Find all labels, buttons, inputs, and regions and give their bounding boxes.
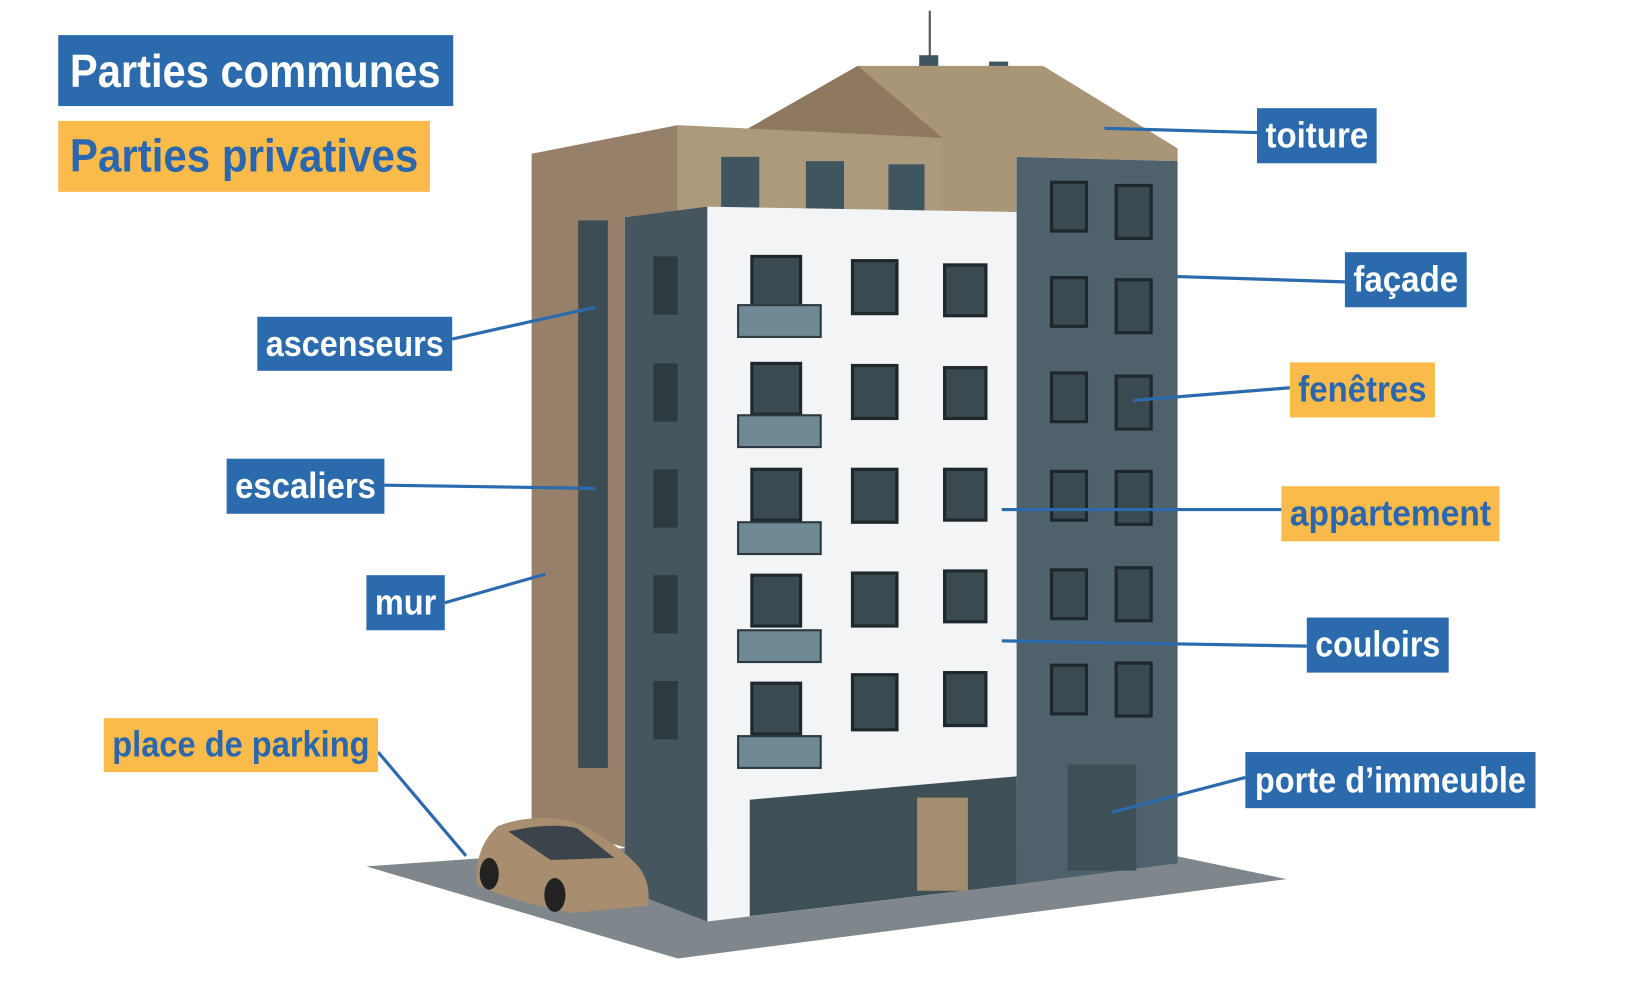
label-toiture: toiture: [1257, 108, 1377, 164]
label-fenetres: fenêtres: [1289, 362, 1435, 418]
balconies: [737, 304, 822, 769]
label-escaliers: escaliers: [226, 458, 385, 514]
svg-text:fenêtres: fenêtres: [1298, 369, 1426, 410]
label-appartement: appartement: [1281, 486, 1500, 542]
label-porte: porte d’immeuble: [1245, 752, 1536, 809]
window: [805, 161, 845, 212]
entrance-door: [917, 797, 968, 891]
legend-private-box: [58, 120, 430, 192]
elevator-shaft: [578, 220, 608, 768]
svg-text:couloirs: couloirs: [1315, 624, 1440, 665]
legend-common-box: [58, 35, 454, 107]
window: [721, 156, 760, 208]
legend-common: Parties communes: [70, 45, 441, 97]
windows-front: [750, 254, 988, 736]
svg-text:place de parking: place de parking: [112, 723, 369, 764]
legend-private: Parties privatives: [70, 130, 418, 182]
svg-text:ascenseurs: ascenseurs: [266, 323, 444, 364]
svg-text:porte d’immeuble: porte d’immeuble: [1255, 759, 1526, 800]
label-mur: mur: [366, 575, 445, 631]
label-facade: façade: [1344, 252, 1467, 308]
label-couloirs: couloirs: [1306, 617, 1449, 673]
svg-text:façade: façade: [1353, 258, 1458, 299]
svg-text:toiture: toiture: [1265, 114, 1368, 155]
side-face: [624, 206, 708, 922]
label-ascenseurs: ascenseurs: [257, 316, 453, 371]
svg-text:escaliers: escaliers: [235, 465, 376, 506]
leader-lines: [376, 126, 1345, 857]
car: [476, 818, 649, 914]
label-parking: place de parking: [103, 718, 379, 773]
window: [888, 164, 925, 214]
svg-text:mur: mur: [375, 581, 436, 622]
windows-right: [1049, 180, 1153, 718]
building-door: [1067, 764, 1137, 871]
svg-text:appartement: appartement: [1290, 492, 1491, 533]
